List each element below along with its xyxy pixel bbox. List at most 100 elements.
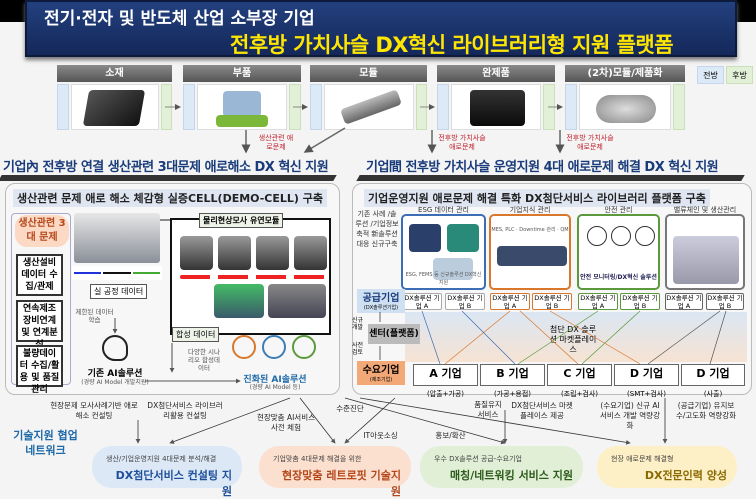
machine-image bbox=[74, 213, 160, 263]
legend: 전방 후방 bbox=[697, 66, 753, 84]
company-name: B 기업 bbox=[496, 367, 529, 380]
ai-new-sub: (경량 AI Model 등) bbox=[249, 384, 301, 391]
cat-valuechain-label: 밸류체인 및 생산관리 bbox=[673, 206, 737, 214]
product-image bbox=[451, 84, 541, 130]
ai-head-orange-icon bbox=[232, 335, 256, 359]
company-d-injection: D 기업(사출) bbox=[681, 364, 745, 398]
problems-title: 생산관련 3대 문제 bbox=[15, 215, 69, 247]
company-desc: (조립+검사) bbox=[560, 390, 599, 398]
title-line1: 전기·전자 및 반도체 산업 소부장 기업 bbox=[44, 9, 315, 29]
part-image bbox=[197, 84, 287, 130]
right-panel-title: 기업운영지원 애로문제 해결 특화 DX첨단서비스 라이브러리 플랫폼 구축 bbox=[364, 189, 710, 207]
company-desc: (SMT+검사) bbox=[627, 390, 666, 398]
ai-old-sub: (경량 AI Model 개발지원) bbox=[81, 379, 149, 386]
ai-head-green-icon bbox=[292, 335, 316, 359]
network-label: IT아웃소싱 bbox=[363, 431, 398, 440]
pill-sub: 현장 애로문제 해결형 bbox=[611, 455, 674, 463]
dx-company-b: DX솔루션 기업 B bbox=[532, 293, 572, 310]
network-label: (수요기업) 신규 AI서비스 개발 역량강화 bbox=[600, 401, 660, 430]
material-image bbox=[71, 84, 159, 130]
cat-safety-box: 안전 모니터링/DX혁신 솔루션 bbox=[577, 214, 660, 290]
cat-knowledge-label: 기업지식 관리 bbox=[509, 206, 551, 214]
cat-knowledge-caption: MES, PLC · Downtime 관리 · QM bbox=[491, 227, 569, 233]
network-title: 기술지원 협업 네트워크 bbox=[13, 429, 78, 457]
title-banner bbox=[25, 0, 737, 57]
cat-valuechain-box bbox=[665, 214, 745, 290]
synthetic-data-label: 합성 데이터 bbox=[172, 327, 220, 342]
supplier-sub: (DX솔루션기업) bbox=[363, 305, 399, 311]
note-production: 생산관련 애로문제 bbox=[258, 134, 294, 151]
pill-main: 매칭/네트워킹 서비스 지원 bbox=[450, 469, 573, 482]
network-label: DX첨단서비스 마켓플레이스 제공 bbox=[511, 401, 573, 420]
legend-backward: 후방 bbox=[726, 66, 753, 84]
company-name: D 기업 bbox=[696, 367, 730, 380]
cat-safety-caption: 안전 모니터링/DX혁신 솔루션 bbox=[580, 274, 657, 281]
new-dev-label: 신규 개발 bbox=[352, 317, 364, 331]
demand-sub: (제조기업) bbox=[369, 377, 393, 383]
dx-company-b: DX솔루션 기업 B bbox=[620, 293, 660, 310]
dx-company-b: DX솔루션 기업 B bbox=[706, 293, 744, 310]
dx-company-a: DX솔루션 기업 A bbox=[578, 293, 618, 310]
company-a: A 기업 (압출+가공) bbox=[413, 364, 478, 398]
ai-new-label: 진화된 AI솔루션 bbox=[243, 375, 307, 385]
company-b: B 기업(가공+용접) bbox=[480, 364, 545, 398]
pill-sub: 기업맞춤 4대문제 해결을 위한 bbox=[273, 455, 362, 463]
title-line2: 전후방 가치사슬 DX혁신 라이브러리형 지원 플랫폼 bbox=[230, 33, 674, 57]
cat-knowledge-box: MES, PLC · Downtime 관리 · QM bbox=[489, 214, 571, 290]
stage-material: 소재 bbox=[57, 65, 172, 82]
supplier-box: 공급기업(DX솔루션기업) bbox=[357, 289, 405, 313]
forward-bar bbox=[437, 84, 449, 130]
pill-sub: 우수 DX솔루션 공급-수요기업 bbox=[434, 455, 523, 463]
left-heading: 기업內 전후방 연결 생산관련 3대문제 애로해소 DX 혁신 지원 bbox=[3, 160, 329, 175]
network-label: 품질유지 서비스 bbox=[474, 400, 502, 419]
network-label: (공급기업) 유지보수/고도화 역량강화 bbox=[675, 401, 737, 420]
cat-safety-label: 안전 관리 bbox=[604, 206, 633, 214]
right-heading: 기업間 전후방 가치사슬 운영지원 4대 애로문제 해결 DX 혁신 지원 bbox=[366, 160, 719, 175]
network-label: 현장문제 모사사례기반 애로해소 컨설팅 bbox=[50, 401, 138, 420]
forward-bar bbox=[310, 84, 322, 130]
center-platform-box: 센터(플랫폼) bbox=[368, 324, 420, 344]
pill-main: 현장맞춤 레트로핏 기술지원 bbox=[282, 469, 401, 498]
marketplace-band bbox=[405, 312, 747, 362]
company-name: A 기업 bbox=[429, 367, 462, 380]
company-desc: (압출+가공) bbox=[426, 390, 465, 398]
forward-bar bbox=[565, 84, 577, 130]
module-image bbox=[324, 84, 414, 130]
forward-bar bbox=[183, 84, 195, 130]
marketplace-label: 첨단 DX 솔루션 마켓플레이스 bbox=[549, 325, 597, 354]
ai-head-blue-icon bbox=[262, 335, 286, 359]
legend-forward: 전방 bbox=[697, 66, 724, 84]
scenario-label: 다양한 시나리오 합성데이터 bbox=[188, 348, 220, 372]
company-c: C 기업 (조립+검사) bbox=[547, 364, 612, 398]
company-name: C 기업 bbox=[563, 367, 596, 380]
stage-part: 부품 bbox=[183, 65, 301, 82]
backward-bar bbox=[673, 84, 685, 130]
problem-quality: 불량데이터 수집/활용 및 품질관리 bbox=[16, 345, 63, 395]
ai-head-icon bbox=[102, 335, 128, 361]
simulation-module-box bbox=[170, 218, 331, 335]
demand-label: 수요기업 bbox=[362, 365, 400, 376]
stage-product: 완제품 bbox=[437, 65, 555, 82]
demand-box: 수요기업(제조기업) bbox=[357, 361, 405, 385]
cat-esg-box: ESG, FEMS 등 신규솔루션 DX혁신 지원 bbox=[401, 214, 486, 290]
network-label: 현장맞춤 AI서비스 사전 체험 bbox=[256, 413, 316, 432]
car-image bbox=[579, 84, 671, 130]
stage-secondary: (2차)모듈/제품화 bbox=[565, 65, 685, 82]
company-d-smt: D 기업(SMT+검사) bbox=[614, 364, 679, 398]
note-value-chain: 전후방 가치사슬 애로문제 bbox=[438, 134, 486, 151]
side-text: 기존 사례 /솔루션 /기업정보 축적 新솔루션 대응 신규구축 bbox=[355, 210, 399, 248]
forward-bar bbox=[57, 84, 69, 130]
pre-review-label: 사전 검토 bbox=[352, 342, 364, 356]
ai-old-label: 기존 AI솔루션 bbox=[87, 369, 143, 379]
network-label: DX첨단서비스 라이브러리활용 컨설팅 bbox=[147, 401, 223, 420]
left-panel-title: 생산관련 문제 애로 해소 체감형 실증CELL(DEMO-CELL) 구축 bbox=[13, 189, 327, 207]
dx-company-b: DX솔루션 기업 B bbox=[445, 293, 485, 310]
real-data-label: 실 공정 데이터 bbox=[90, 284, 148, 299]
pill-sub: 생산/기업운영지원 4대문제 분석/해결 bbox=[106, 455, 217, 463]
cat-esg-label: ESG 데이터 관리 bbox=[418, 206, 469, 214]
